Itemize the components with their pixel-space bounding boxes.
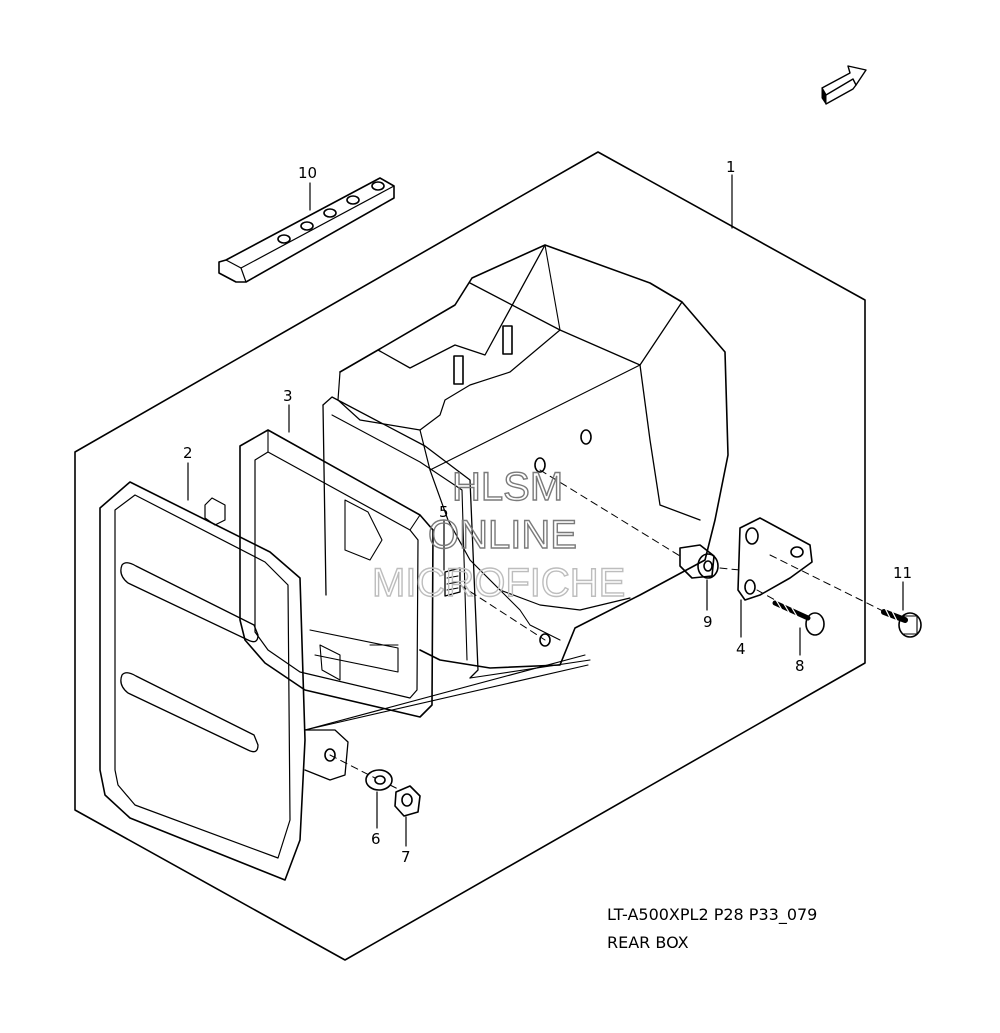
washer-part xyxy=(365,769,393,791)
stud-screw-part xyxy=(444,567,461,597)
callout-labels: 1 2 3 4 5 6 7 8 9 10 11 xyxy=(183,158,912,866)
watermark: HLSM ONLINE MICROFICHE xyxy=(371,464,626,605)
gasket-frame-part xyxy=(239,429,434,718)
diagram-code: LT-A500XPL2 P28 P33_079 xyxy=(607,905,818,924)
callout-1: 1 xyxy=(726,158,736,176)
callout-10: 10 xyxy=(298,164,317,182)
watermark-line-2: ONLINE xyxy=(428,513,577,557)
callout-3: 3 xyxy=(283,387,293,405)
nut-part xyxy=(394,785,421,817)
callout-2: 2 xyxy=(183,444,193,462)
callout-9: 9 xyxy=(703,613,713,631)
mounting-guide-lines xyxy=(304,654,591,731)
callout-4: 4 xyxy=(736,640,746,658)
watermark-line-3: MICROFICHE xyxy=(372,561,625,605)
diagram-title: REAR BOX xyxy=(607,933,689,952)
callout-5: 5 xyxy=(439,503,449,521)
assembly-boundary xyxy=(74,151,866,961)
grommet-part xyxy=(679,544,719,579)
reflector-lens-part xyxy=(99,481,349,881)
assembly-guide-lines xyxy=(329,469,886,791)
callout-6: 6 xyxy=(371,830,381,848)
watermark-line-1: HLSM xyxy=(452,465,563,509)
mounting-bracket-part xyxy=(737,517,813,601)
screw-part xyxy=(772,599,825,636)
callout-11: 11 xyxy=(893,564,912,582)
bolt-part xyxy=(881,607,922,638)
bracket-plate-part xyxy=(218,177,395,283)
rear-box-body-part xyxy=(322,244,729,679)
leader-lines xyxy=(187,174,904,847)
fwd-arrow-icon xyxy=(821,65,867,105)
callout-8: 8 xyxy=(795,657,805,675)
callout-7: 7 xyxy=(401,848,411,866)
